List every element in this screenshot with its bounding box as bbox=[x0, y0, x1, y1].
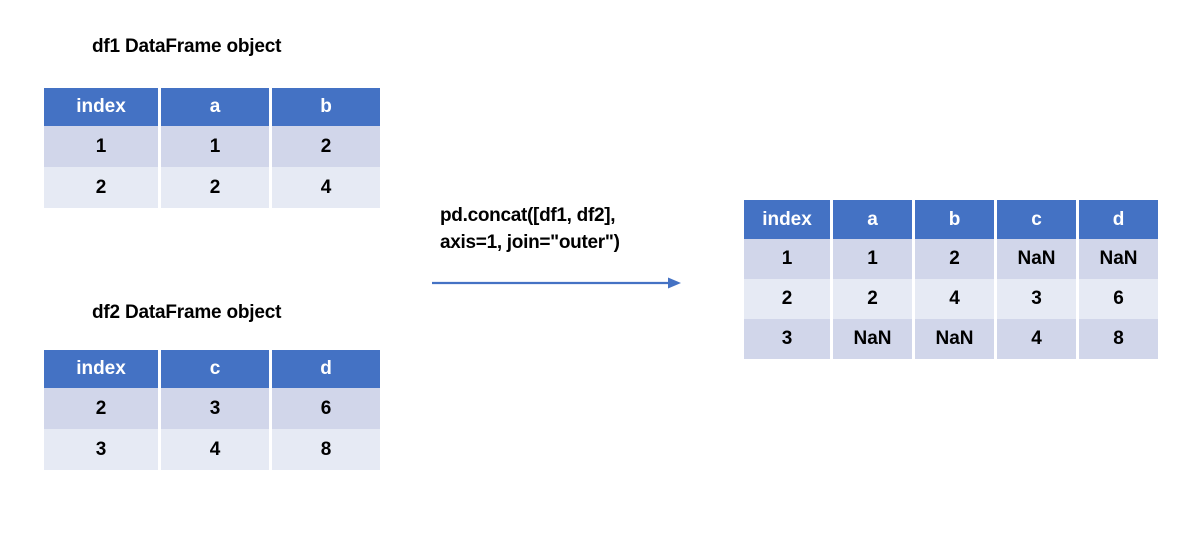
cell-index: 2 bbox=[44, 388, 158, 429]
cell-c: 4 bbox=[997, 319, 1076, 359]
table-row: 1 1 2 NaN NaN bbox=[744, 239, 1158, 279]
cell-a: NaN bbox=[833, 319, 912, 359]
result-table: index a b c d 1 1 2 NaN NaN 2 2 4 3 6 bbox=[741, 200, 1161, 359]
cell-a: 2 bbox=[833, 279, 912, 319]
cell-c: NaN bbox=[997, 239, 1076, 279]
operation-label: pd.concat([df1, df2], axis=1, join="oute… bbox=[440, 202, 690, 256]
cell-a: 1 bbox=[161, 126, 269, 167]
column-header-c: c bbox=[997, 200, 1076, 239]
table-row: 3 4 8 bbox=[44, 429, 380, 470]
cell-c: 3 bbox=[997, 279, 1076, 319]
cell-index: 1 bbox=[44, 126, 158, 167]
cell-d: 6 bbox=[1079, 279, 1158, 319]
cell-b: 4 bbox=[915, 279, 994, 319]
column-header-a: a bbox=[833, 200, 912, 239]
column-header-a: a bbox=[161, 88, 269, 126]
cell-d: 8 bbox=[1079, 319, 1158, 359]
table-row: 2 2 4 3 6 bbox=[744, 279, 1158, 319]
column-header-index: index bbox=[44, 350, 158, 388]
table-row: 2 2 4 bbox=[44, 167, 380, 208]
column-header-index: index bbox=[744, 200, 830, 239]
cell-index: 3 bbox=[744, 319, 830, 359]
cell-b: NaN bbox=[915, 319, 994, 359]
column-header-b: b bbox=[272, 88, 380, 126]
cell-index: 3 bbox=[44, 429, 158, 470]
df2-table: index c d 2 3 6 3 4 8 bbox=[41, 350, 383, 470]
column-header-c: c bbox=[161, 350, 269, 388]
column-header-b: b bbox=[915, 200, 994, 239]
operation-code-line-2: axis=1, join="outer") bbox=[440, 232, 620, 253]
operation-code-line-1: pd.concat([df1, df2], bbox=[440, 205, 616, 226]
cell-index: 2 bbox=[744, 279, 830, 319]
table-row: 3 NaN NaN 4 8 bbox=[744, 319, 1158, 359]
cell-d: 6 bbox=[272, 388, 380, 429]
cell-d: 8 bbox=[272, 429, 380, 470]
cell-c: 3 bbox=[161, 388, 269, 429]
cell-c: 4 bbox=[161, 429, 269, 470]
cell-b: 2 bbox=[272, 126, 380, 167]
cell-d: NaN bbox=[1079, 239, 1158, 279]
cell-b: 2 bbox=[915, 239, 994, 279]
cell-a: 1 bbox=[833, 239, 912, 279]
cell-index: 1 bbox=[744, 239, 830, 279]
cell-index: 2 bbox=[44, 167, 158, 208]
table-row: 2 3 6 bbox=[44, 388, 380, 429]
column-header-index: index bbox=[44, 88, 158, 126]
column-header-d: d bbox=[272, 350, 380, 388]
table-header-row: index a b bbox=[44, 88, 380, 126]
table-row: 1 1 2 bbox=[44, 126, 380, 167]
cell-b: 4 bbox=[272, 167, 380, 208]
table-header-row: index c d bbox=[44, 350, 380, 388]
df2-title: df2 DataFrame object bbox=[92, 302, 282, 323]
column-header-d: d bbox=[1079, 200, 1158, 239]
cell-a: 2 bbox=[161, 167, 269, 208]
table-header-row: index a b c d bbox=[744, 200, 1158, 239]
right-arrow-icon bbox=[432, 277, 681, 289]
df1-title: df1 DataFrame object bbox=[92, 36, 282, 57]
df1-table: index a b 1 1 2 2 2 4 bbox=[41, 88, 383, 208]
